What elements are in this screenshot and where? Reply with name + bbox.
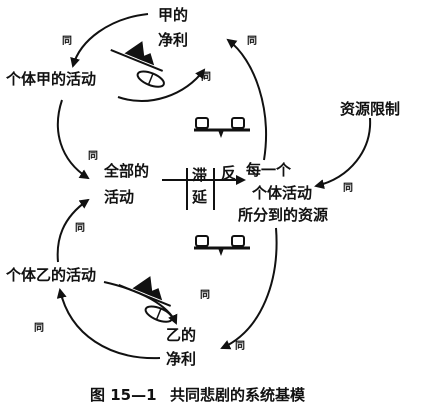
link-label-same-1: 同 (62, 36, 72, 47)
resource-limit-label: 资源限制 (340, 100, 401, 118)
balancing-loop-icon-upper (194, 117, 250, 138)
each-resource-label-line2: 个体活动 (252, 184, 313, 202)
link-label-same-3: 同 (201, 72, 211, 83)
total-activity-label-line2: 活动 (104, 188, 135, 206)
b-activity-label: 个体乙的活动 (6, 266, 97, 284)
delay-label-line2: 延 (192, 188, 208, 206)
arrow-b-activity-to-total (56, 198, 90, 263)
link-label-same-6: 同 (75, 223, 85, 234)
reinforcing-loop-icon-upper (110, 41, 165, 88)
arrow-a-profit-to-a-activity (70, 13, 149, 68)
arrow-each-to-b-profit (220, 227, 278, 350)
balancing-loop-icon-lower (194, 235, 250, 256)
figure-number: 图 15—1 (90, 386, 157, 404)
arrow-b-profit-to-b-activity (56, 288, 161, 360)
link-label-same-2: 同 (247, 36, 257, 47)
arrow-each-to-a-profit (226, 38, 267, 161)
link-label-same-9: 同 (235, 341, 245, 352)
b-profit-label-line2: 净利 (166, 350, 197, 368)
delay-label-line1: 滞 (192, 166, 208, 184)
reinforcing-loop-icon-lower (118, 276, 173, 323)
figure-title: 共同悲剧的系统基模 (170, 386, 306, 404)
link-label-same-5: 同 (343, 183, 353, 194)
b-profit-label-line1: 乙的 (166, 326, 197, 344)
arrow-limit-to-each (314, 117, 372, 190)
each-resource-label-line3: 所分到的资源 (238, 206, 329, 224)
a-activity-label: 个体甲的活动 (6, 70, 97, 88)
opposite-label: 反 (221, 164, 237, 182)
each-resource-label-line1: 每一个 (246, 161, 292, 179)
a-profit-label-line1: 甲的 (158, 6, 189, 24)
a-profit-label-line2: 净利 (158, 31, 189, 49)
link-label-same-7: 同 (200, 290, 210, 301)
arrow-a-activity-to-a-profit (117, 68, 206, 102)
link-label-same-8: 同 (34, 323, 44, 334)
total-activity-label-line1: 全部的 (104, 162, 150, 180)
arrow-a-activity-to-total (56, 99, 90, 180)
delay-marker (186, 168, 215, 210)
link-label-same-4: 同 (88, 151, 98, 162)
